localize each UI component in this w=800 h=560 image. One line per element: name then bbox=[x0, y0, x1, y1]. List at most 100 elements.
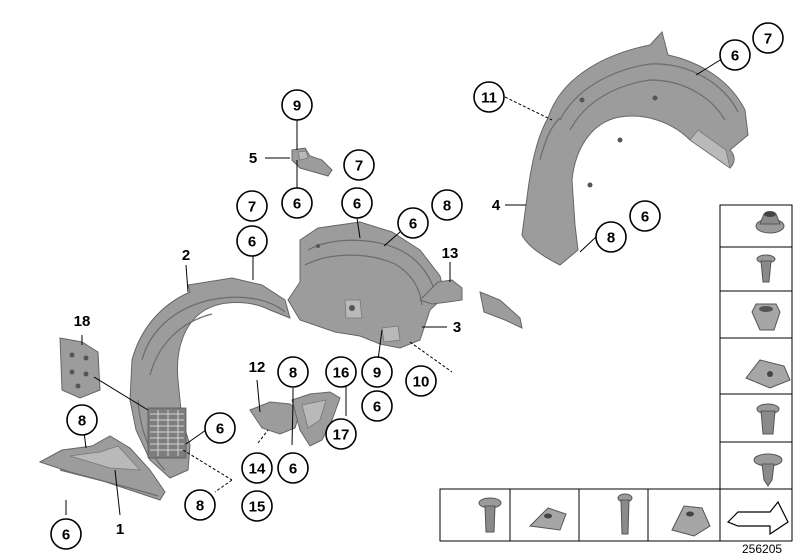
callout-number: 6 bbox=[731, 48, 739, 65]
trim-part-16 bbox=[291, 391, 341, 447]
wheel-arch-liner-front-rear bbox=[287, 221, 446, 349]
callout-ring bbox=[281, 89, 313, 121]
clip-icon bbox=[671, 505, 711, 537]
callout-number: 6 bbox=[216, 421, 224, 438]
callout-8: 8 bbox=[595, 221, 627, 253]
callout-ring bbox=[361, 356, 393, 388]
callout-17: 17 bbox=[325, 418, 357, 450]
callout-ring bbox=[341, 187, 373, 219]
wheel-arch-liner-rear bbox=[521, 30, 749, 266]
hex-nut-icon bbox=[755, 211, 785, 234]
callout-ring bbox=[752, 22, 784, 54]
callout-number: 7 bbox=[764, 31, 772, 48]
push-rivet-icon bbox=[756, 254, 776, 283]
part-label-2: 2 bbox=[182, 247, 190, 264]
bracket-small bbox=[291, 147, 333, 177]
callout-9: 9 bbox=[281, 89, 313, 121]
callout-6: 6 bbox=[277, 452, 309, 484]
long-screw-icon bbox=[617, 493, 633, 535]
callout-number: 9 bbox=[293, 98, 301, 115]
callout-ring bbox=[325, 356, 357, 388]
callout-8: 8 bbox=[184, 489, 216, 521]
callout-7: 7 bbox=[236, 190, 268, 222]
callout-number: 7 bbox=[248, 199, 256, 216]
callout-ring bbox=[361, 390, 393, 422]
callout-number: 6 bbox=[62, 527, 70, 544]
callout-number: 8 bbox=[196, 498, 204, 515]
callout-number: 15 bbox=[249, 499, 266, 516]
part-label-12: 12 bbox=[249, 359, 266, 376]
callout-ring bbox=[281, 187, 313, 219]
callout-ring bbox=[50, 518, 82, 550]
fastener-legend-side bbox=[719, 204, 793, 542]
callout-number: 6 bbox=[289, 461, 297, 478]
callout-ring bbox=[343, 149, 375, 181]
callout-number: 8 bbox=[607, 230, 615, 247]
callout-ring bbox=[325, 418, 357, 450]
callout-6: 6 bbox=[204, 412, 236, 444]
callout-ring bbox=[236, 225, 268, 257]
callout-ring bbox=[431, 189, 463, 221]
callout-ring bbox=[184, 489, 216, 521]
callout-number: 6 bbox=[409, 216, 417, 233]
callout-ring bbox=[629, 200, 661, 232]
plate-part-18 bbox=[59, 337, 101, 399]
grille-insert bbox=[147, 407, 187, 459]
callout-number: 17 bbox=[333, 427, 350, 444]
part-label-4: 4 bbox=[492, 197, 501, 214]
callout-number: 6 bbox=[373, 399, 381, 416]
callout-number: 6 bbox=[248, 234, 256, 251]
callout-ring bbox=[595, 221, 627, 253]
callout-7: 7 bbox=[343, 149, 375, 181]
callout-number: 6 bbox=[293, 196, 301, 213]
callout-number: 14 bbox=[249, 461, 266, 478]
callout-7: 7 bbox=[752, 22, 784, 54]
callout-number: 8 bbox=[443, 198, 451, 215]
part-label-13: 13 bbox=[442, 245, 459, 262]
callout-11: 11 bbox=[473, 81, 505, 113]
direction-arrow-icon bbox=[726, 500, 789, 536]
callout-8: 8 bbox=[431, 189, 463, 221]
spring-nut-icon bbox=[745, 359, 791, 389]
callout-6: 6 bbox=[397, 207, 429, 239]
callout-6: 6 bbox=[719, 39, 751, 71]
fastener-legend-bottom bbox=[439, 488, 721, 542]
part-label-1: 1 bbox=[116, 521, 124, 538]
nut-plate-icon bbox=[528, 507, 567, 531]
callout-10: 10 bbox=[405, 365, 437, 397]
bolt-icon bbox=[478, 497, 502, 533]
callout-ring bbox=[66, 404, 98, 436]
callout-6: 6 bbox=[341, 187, 373, 219]
wheel-arch-liner-front bbox=[129, 277, 291, 479]
callout-number: 7 bbox=[355, 158, 363, 175]
callout-ring bbox=[241, 452, 273, 484]
callout-number: 8 bbox=[78, 413, 86, 430]
callout-number: 9 bbox=[373, 365, 381, 382]
callout-6: 6 bbox=[281, 187, 313, 219]
callout-8: 8 bbox=[66, 404, 98, 436]
callout-6: 6 bbox=[236, 225, 268, 257]
callout-number: 8 bbox=[289, 365, 297, 382]
callout-6: 6 bbox=[361, 390, 393, 422]
callout-ring bbox=[277, 452, 309, 484]
callout-14: 14 bbox=[241, 452, 273, 484]
callout-6: 6 bbox=[629, 200, 661, 232]
callout-ring bbox=[236, 190, 268, 222]
callout-ring bbox=[241, 490, 273, 522]
screw-icon bbox=[753, 453, 783, 487]
callout-ring bbox=[204, 412, 236, 444]
callout-16: 16 bbox=[325, 356, 357, 388]
callout-number: 10 bbox=[413, 374, 430, 391]
part-label-18: 18 bbox=[74, 313, 91, 330]
callout-number: 6 bbox=[641, 209, 649, 226]
callout-8: 8 bbox=[277, 356, 309, 388]
clip-nut-icon bbox=[751, 303, 781, 331]
callout-15: 15 bbox=[241, 490, 273, 522]
expansion-rivet-icon bbox=[756, 403, 780, 435]
callout-ring bbox=[405, 365, 437, 397]
part-label-5: 5 bbox=[249, 150, 257, 167]
part-label-3: 3 bbox=[453, 319, 461, 336]
callout-number: 11 bbox=[481, 90, 497, 107]
